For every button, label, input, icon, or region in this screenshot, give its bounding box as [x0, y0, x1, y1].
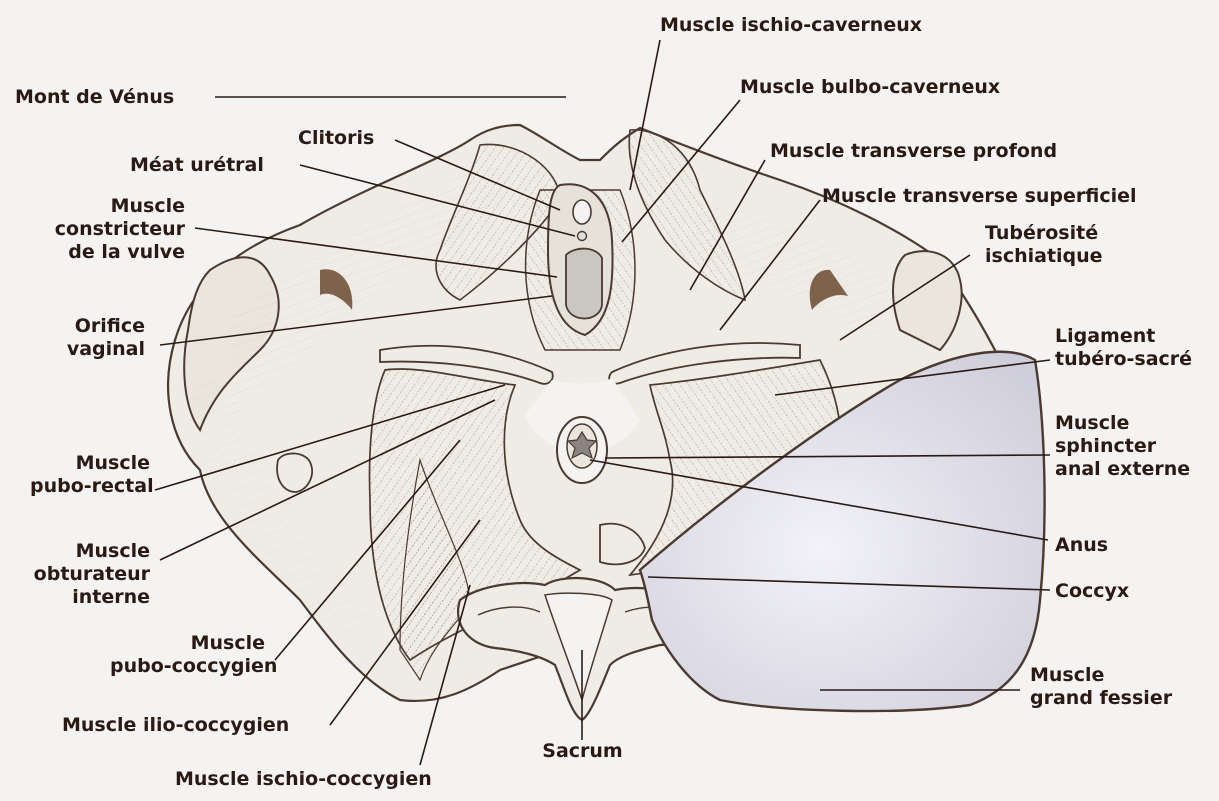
label-muscle-ischio-caverneux: Muscle ischio-caverneux	[660, 14, 922, 37]
label-clitoris: Clitoris	[298, 127, 374, 150]
urethral-meatus	[578, 232, 587, 241]
label-muscle-transverse-superficiel: Muscle transverse superficiel	[822, 185, 1137, 208]
label-muscle-sphincter-anal: Muscle sphincter anal externe	[1055, 412, 1190, 481]
label-ligament-tubero-sacre: Ligament tubéro-sacré	[1055, 325, 1192, 371]
label-muscle-ischio-coccygien: Muscle ischio-coccygien	[175, 768, 432, 791]
label-coccyx: Coccyx	[1055, 580, 1129, 603]
label-orifice-vaginal: Orifice vaginal	[40, 315, 145, 361]
label-muscle-pubo-rectal: Muscle pubo-rectal	[30, 452, 150, 498]
clitoris-shape	[573, 200, 591, 224]
label-muscle-obturateur: Muscle obturateur interne	[30, 540, 150, 609]
label-muscle-grand-fessier: Muscle grand fessier	[1030, 664, 1172, 710]
label-sacrum: Sacrum	[530, 740, 635, 763]
label-muscle-pubo-coccygien: Muscle pubo-coccygien	[110, 632, 265, 678]
label-mont-de-venus: Mont de Vénus	[15, 86, 174, 109]
label-muscle-transverse-profond: Muscle transverse profond	[770, 140, 1057, 163]
label-muscle-ilio-coccygien: Muscle ilio-coccygien	[62, 714, 289, 737]
label-muscle-bulbo-caverneux: Muscle bulbo-caverneux	[740, 76, 1000, 99]
label-muscle-constricteur: Muscle constricteur de la vulve	[40, 195, 185, 264]
label-tuberosite-ischiatique: Tubérosité ischiatique	[985, 222, 1103, 268]
label-anus: Anus	[1055, 534, 1108, 557]
vaginal-orifice	[566, 249, 602, 319]
label-meat-uretral: Méat urétral	[130, 154, 264, 177]
